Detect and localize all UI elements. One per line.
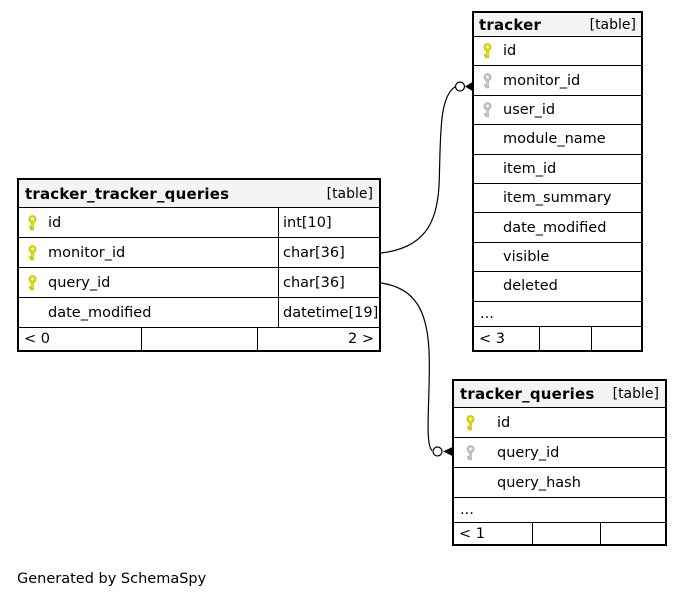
primary-key-icon <box>26 244 39 261</box>
table-footer: < 0 2 > <box>19 328 379 350</box>
column-row-user_id: user_id <box>474 95 641 126</box>
key-spacer <box>481 278 494 294</box>
column-row-id: id <box>454 408 665 438</box>
more-columns-ellipsis: ... <box>474 301 641 327</box>
primary-key-icon <box>26 214 39 231</box>
column-row-query_id: query_id char[36] <box>19 268 379 298</box>
key-spacer <box>481 131 494 147</box>
footer-middle-cell <box>532 523 600 544</box>
table-footer: < 3 <box>474 326 641 350</box>
schemaspy-credit: Generated by SchemaSpy <box>17 571 207 587</box>
key-spacer <box>26 305 39 321</box>
edge-monitor_id-curve <box>380 85 456 254</box>
edge-query_id <box>380 282 453 457</box>
column-row-query_id: query_id <box>454 438 665 468</box>
table-tracker[interactable]: tracker [table] id monitor_id user_id module_… <box>472 11 643 352</box>
column-type: char[36] <box>278 238 379 267</box>
table-footer: < 1 <box>454 523 665 544</box>
primary-key-icon <box>481 43 494 59</box>
column-name: item_id <box>503 160 557 177</box>
foreign-key-icon <box>481 72 494 89</box>
footer-children-count: < 0 <box>24 331 50 347</box>
primary-key-icon <box>26 274 39 291</box>
column-row-module_name: module_name <box>474 125 641 155</box>
foreign-key-icon <box>481 102 494 118</box>
table-name[interactable]: tracker_queries <box>460 385 595 403</box>
table-header: tracker [table] <box>474 13 641 37</box>
table-header: tracker_queries [table] <box>454 381 665 408</box>
edge-query_id-curve <box>380 282 433 451</box>
key-spacer <box>481 220 494 236</box>
column-name: monitor_id <box>48 244 126 261</box>
column-name: date_modified <box>48 304 152 321</box>
column-row-date_modified: date_modified datetime[19] <box>19 298 379 328</box>
column-name: query_hash <box>497 474 581 491</box>
column-name: item_summary <box>503 190 612 207</box>
column-name: visible <box>503 248 550 265</box>
column-name: monitor_id <box>503 72 581 89</box>
column-name: module_name <box>503 131 606 148</box>
edge-monitor_id-arrowhead <box>465 82 473 91</box>
table-type-badge: [table] <box>589 16 636 33</box>
table-tracker_queries[interactable]: tracker_queries [table] id query_id query_ha… <box>452 379 667 546</box>
column-row-monitor_id: monitor_id <box>474 66 641 96</box>
key-spacer <box>481 249 494 265</box>
column-row-visible: visible <box>474 242 641 273</box>
footer-children-count: < 3 <box>479 330 505 347</box>
key-spacer <box>464 475 477 491</box>
footer-parents-count: 2 > <box>256 328 379 350</box>
column-type: int[10] <box>278 208 379 237</box>
footer-parents-count <box>599 523 665 544</box>
column-row-id: id int[10] <box>19 208 379 238</box>
primary-key-icon <box>464 414 477 431</box>
footer-middle-cell <box>141 328 256 350</box>
footer-children-count: < 1 <box>459 526 485 542</box>
column-row-deleted: deleted <box>474 272 641 302</box>
column-row-item_id: item_id <box>474 154 641 184</box>
column-name: query_id <box>497 444 560 461</box>
column-name: user_id <box>503 101 556 118</box>
column-name: query_id <box>48 274 111 291</box>
edge-monitor_id <box>380 81 473 254</box>
column-name: id <box>48 214 62 231</box>
footer-middle-cell <box>539 326 591 350</box>
table-name[interactable]: tracker <box>479 15 542 34</box>
table-type-badge: [table] <box>612 386 659 402</box>
column-name: id <box>503 43 517 60</box>
edge-query_id-arrowhead <box>443 447 453 456</box>
column-name: date_modified <box>503 219 607 236</box>
column-row-id: id <box>474 37 641 67</box>
column-row-item_summary: item_summary <box>474 183 641 214</box>
more-columns-ellipsis: ... <box>454 498 665 523</box>
table-name[interactable]: tracker_tracker_queries <box>25 184 230 203</box>
column-row-date_modified: date_modified <box>474 213 641 243</box>
column-row-monitor_id: monitor_id char[36] <box>19 238 379 268</box>
key-spacer <box>481 161 494 177</box>
column-type: datetime[19] <box>278 298 379 327</box>
foreign-key-icon <box>464 444 477 461</box>
footer-parents-count <box>590 326 641 350</box>
edge-monitor_id-circle <box>454 81 466 92</box>
table-header: tracker_tracker_queries [table] <box>19 180 379 208</box>
column-name: id <box>497 414 511 431</box>
column-row-query_hash: query_hash <box>454 468 665 498</box>
key-spacer <box>481 190 494 206</box>
column-type: char[36] <box>278 268 379 297</box>
column-name: deleted <box>503 278 558 295</box>
table-type-badge: [table] <box>326 185 373 202</box>
edge-query_id-circle <box>432 446 443 457</box>
